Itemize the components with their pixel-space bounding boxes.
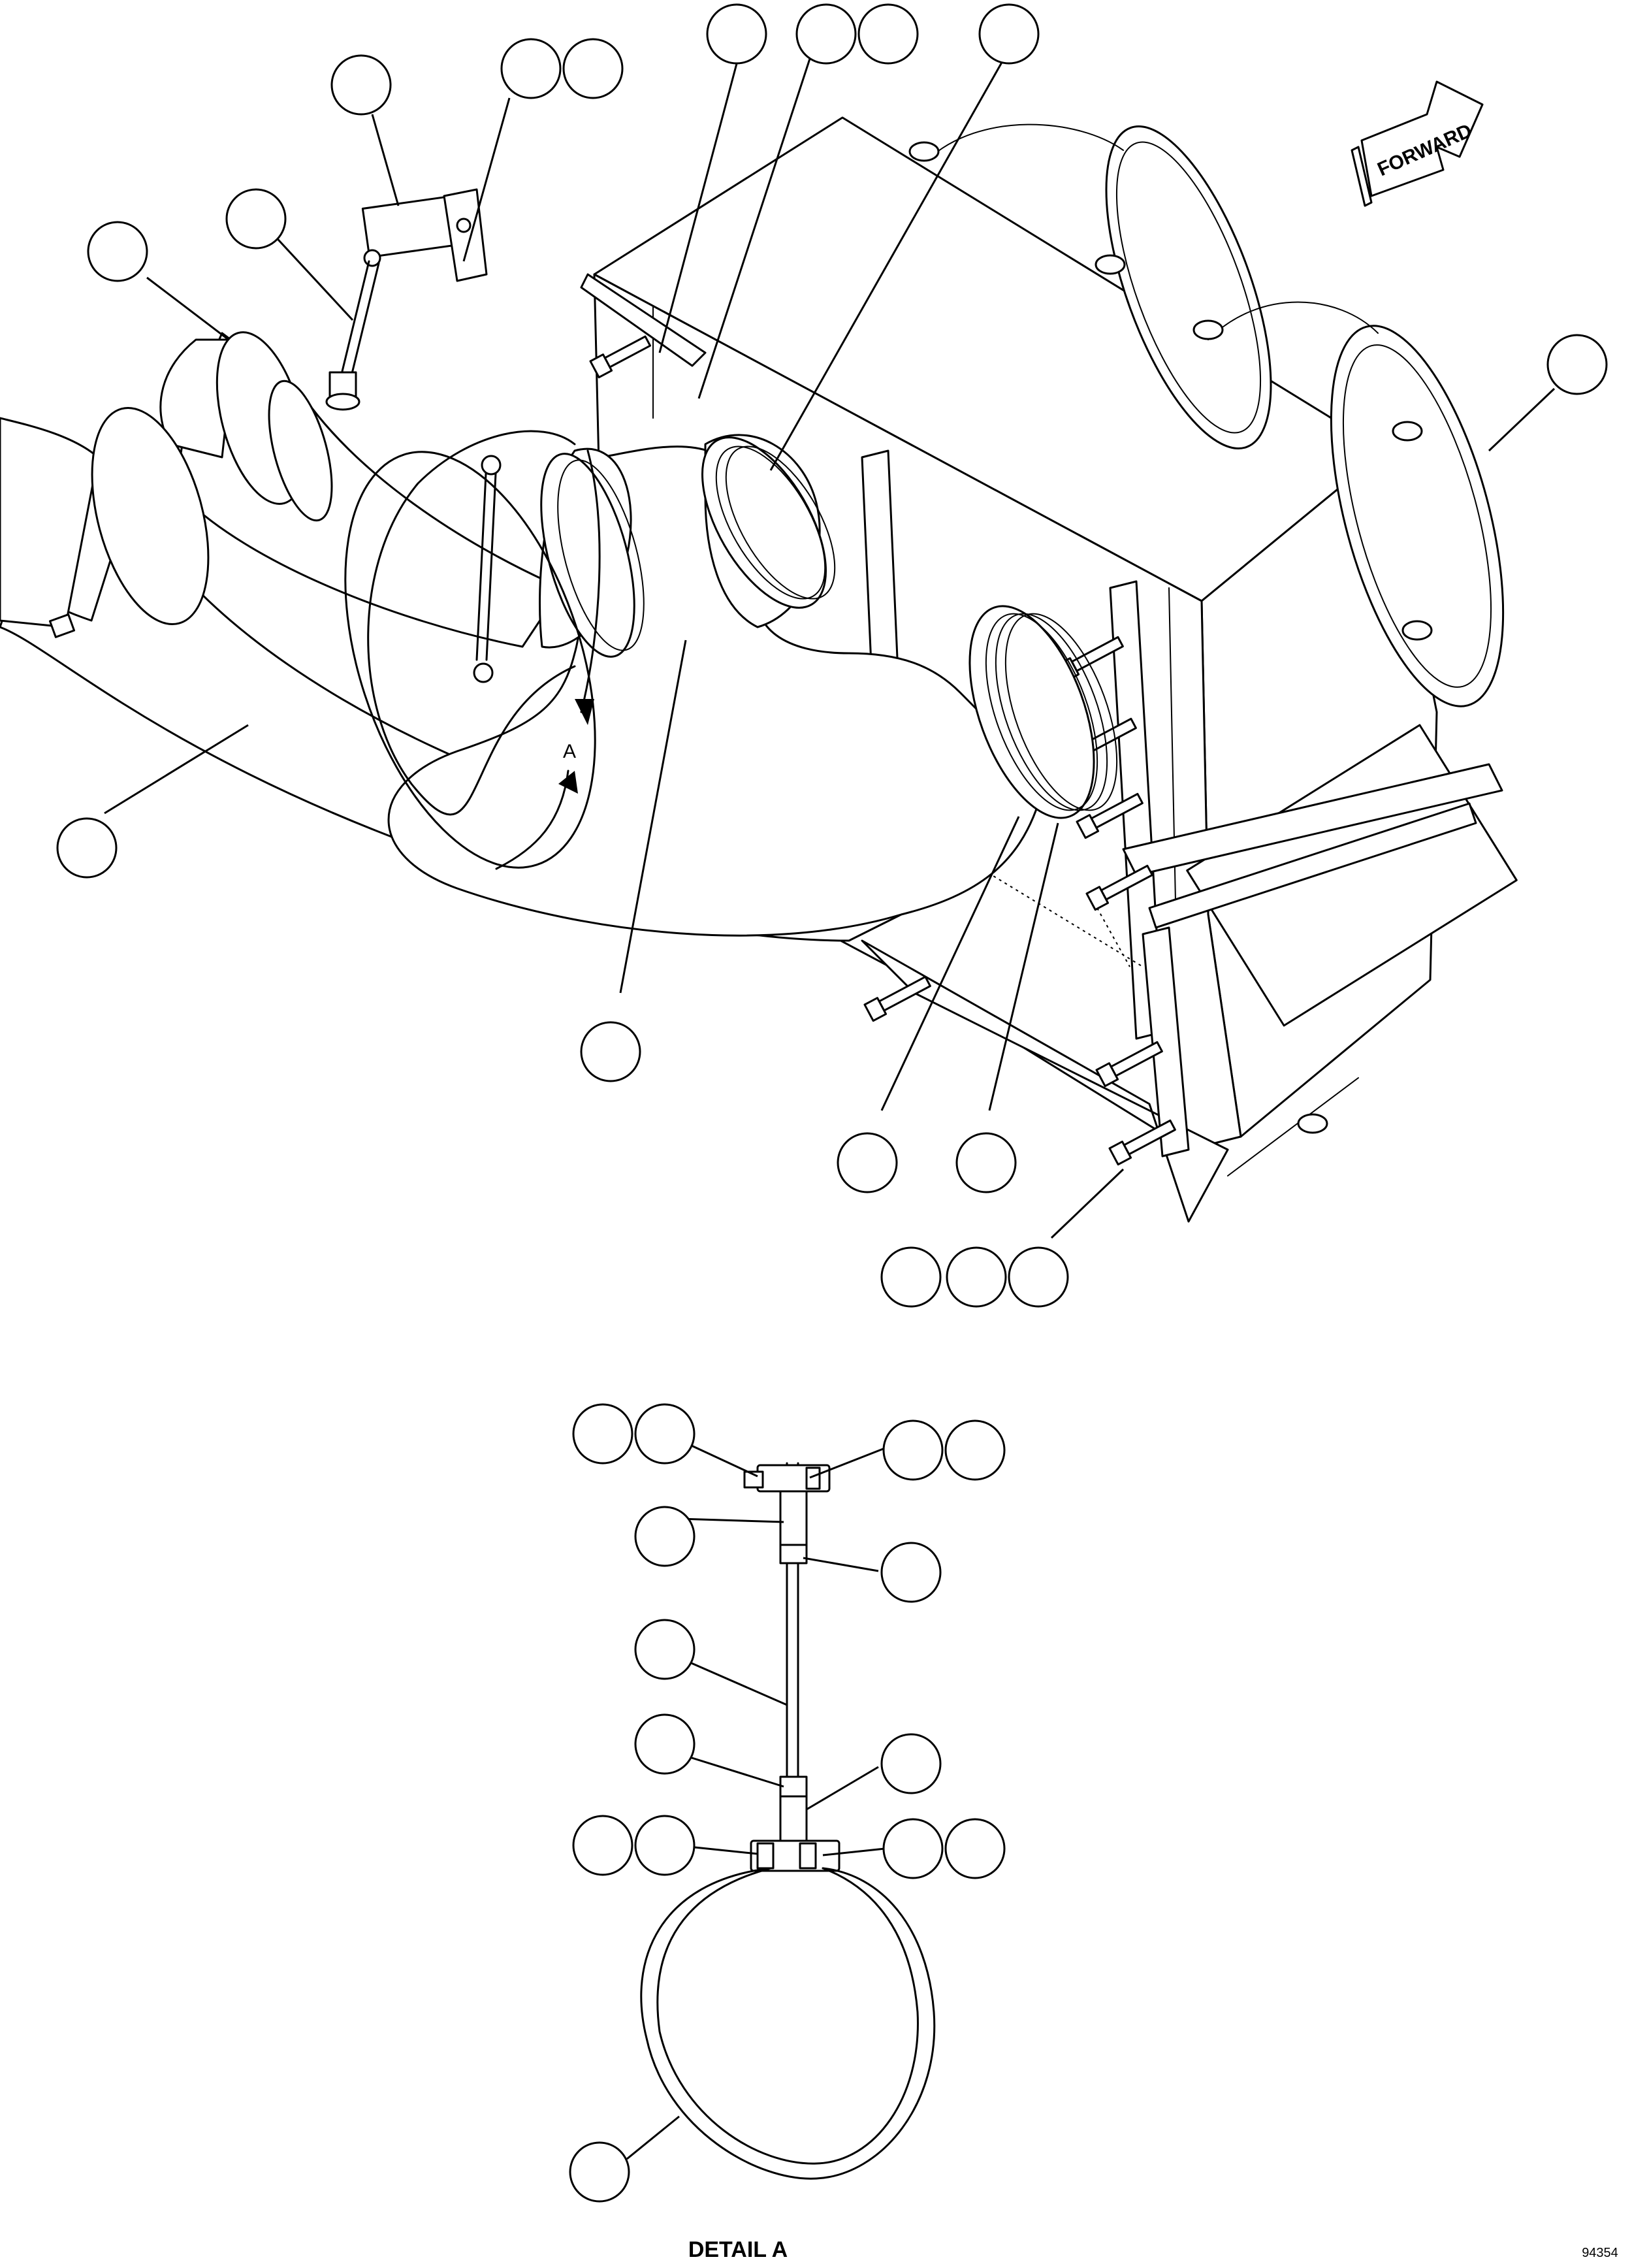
forward-arrow: FORWARD [1351,80,1484,207]
item-balloon [569,2141,630,2203]
item-balloon [572,1403,633,1465]
item-balloon [330,54,392,116]
air-cleaner-assembly: A FORWARD [0,55,1556,1239]
item-balloon [978,3,1040,65]
item-balloon [572,1815,633,1876]
item-balloon [500,38,562,99]
view-a-label: A [563,741,576,762]
item-balloon [634,1506,696,1567]
item-balloon [837,1132,898,1193]
elbow-duct [387,434,1118,937]
support-rod [325,188,488,411]
item-balloon [580,1021,641,1082]
item-balloon [634,1815,696,1876]
main-leader-lines [104,55,1556,1239]
item-balloon [882,1818,944,1879]
item-balloon [955,1132,1017,1193]
item-balloon [634,1713,696,1775]
item-balloon [944,1419,1006,1481]
item-balloon [1546,334,1608,395]
detail-a-view: DETAIL A [626,1433,936,2262]
item-balloon [1008,1246,1069,1308]
item-balloon [706,3,767,65]
item-balloon [880,1246,942,1308]
item-balloon [944,1818,1006,1879]
item-balloon [634,1619,696,1680]
detail-a-title: DETAIL A [688,2237,788,2262]
item-balloon [857,3,919,65]
item-balloons [56,3,1608,2203]
item-balloon [795,3,857,65]
item-balloon [562,38,624,99]
item-balloon [880,1542,942,1603]
detail-leader-lines [626,1433,889,2160]
drawing-number: 94354 [1582,2246,1618,2260]
item-balloon [946,1246,1007,1308]
item-balloon [882,1419,944,1481]
clamp-assembly [640,1462,936,2180]
detail-a-callout: A [344,430,601,870]
item-balloon [87,221,148,282]
item-balloon [880,1733,942,1794]
filter-canisters [908,123,1505,1134]
item-balloon [634,1403,696,1465]
item-balloon [225,188,287,250]
item-balloon [56,817,118,879]
